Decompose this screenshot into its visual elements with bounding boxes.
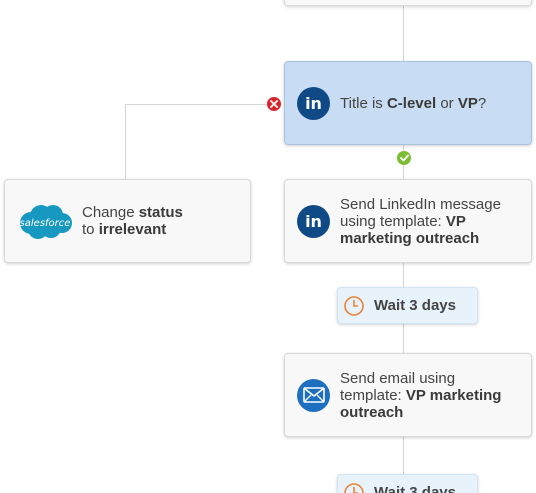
connector-top (403, 6, 404, 62)
linkedin-icon: in (297, 204, 330, 238)
envelope-icon (297, 378, 330, 412)
previous-step-card[interactable] (284, 0, 532, 6)
salesforce-icon: salesforce (17, 201, 73, 241)
check-circle-icon[interactable] (397, 151, 411, 165)
condition-card[interactable]: in Title is C-level or VP? (284, 61, 532, 145)
condition-text: Title is C-level or VP? (340, 94, 487, 112)
connector-wait-to-email (403, 324, 404, 354)
connector-linkedin-to-wait (403, 263, 404, 288)
change-status-card[interactable]: salesforce Change status to irrelevant (4, 179, 251, 263)
wait-label: Wait 3 days (374, 484, 456, 493)
linkedin-message-card[interactable]: in Send LinkedIn message using template:… (284, 179, 532, 263)
linkedin-icon: in (297, 86, 330, 120)
clock-icon (343, 482, 365, 493)
wait-card[interactable]: Wait 3 days (337, 287, 478, 324)
send-email-card[interactable]: Send email using template: VP marketing … (284, 353, 532, 437)
send-email-text: Send email using template: VP marketing … (340, 369, 502, 421)
connector-no-branch-horizontal (125, 104, 268, 105)
clock-icon (343, 295, 365, 317)
wait-card-2[interactable]: Wait 3 days (337, 474, 478, 493)
change-status-text: Change status to irrelevant (82, 204, 183, 238)
connector-email-to-wait (403, 437, 404, 475)
wait-label: Wait 3 days (374, 297, 456, 314)
linkedin-message-text: Send LinkedIn message using template: VP… (340, 195, 501, 247)
x-circle-icon[interactable] (267, 97, 281, 111)
connector-no-branch-vertical (125, 104, 126, 179)
